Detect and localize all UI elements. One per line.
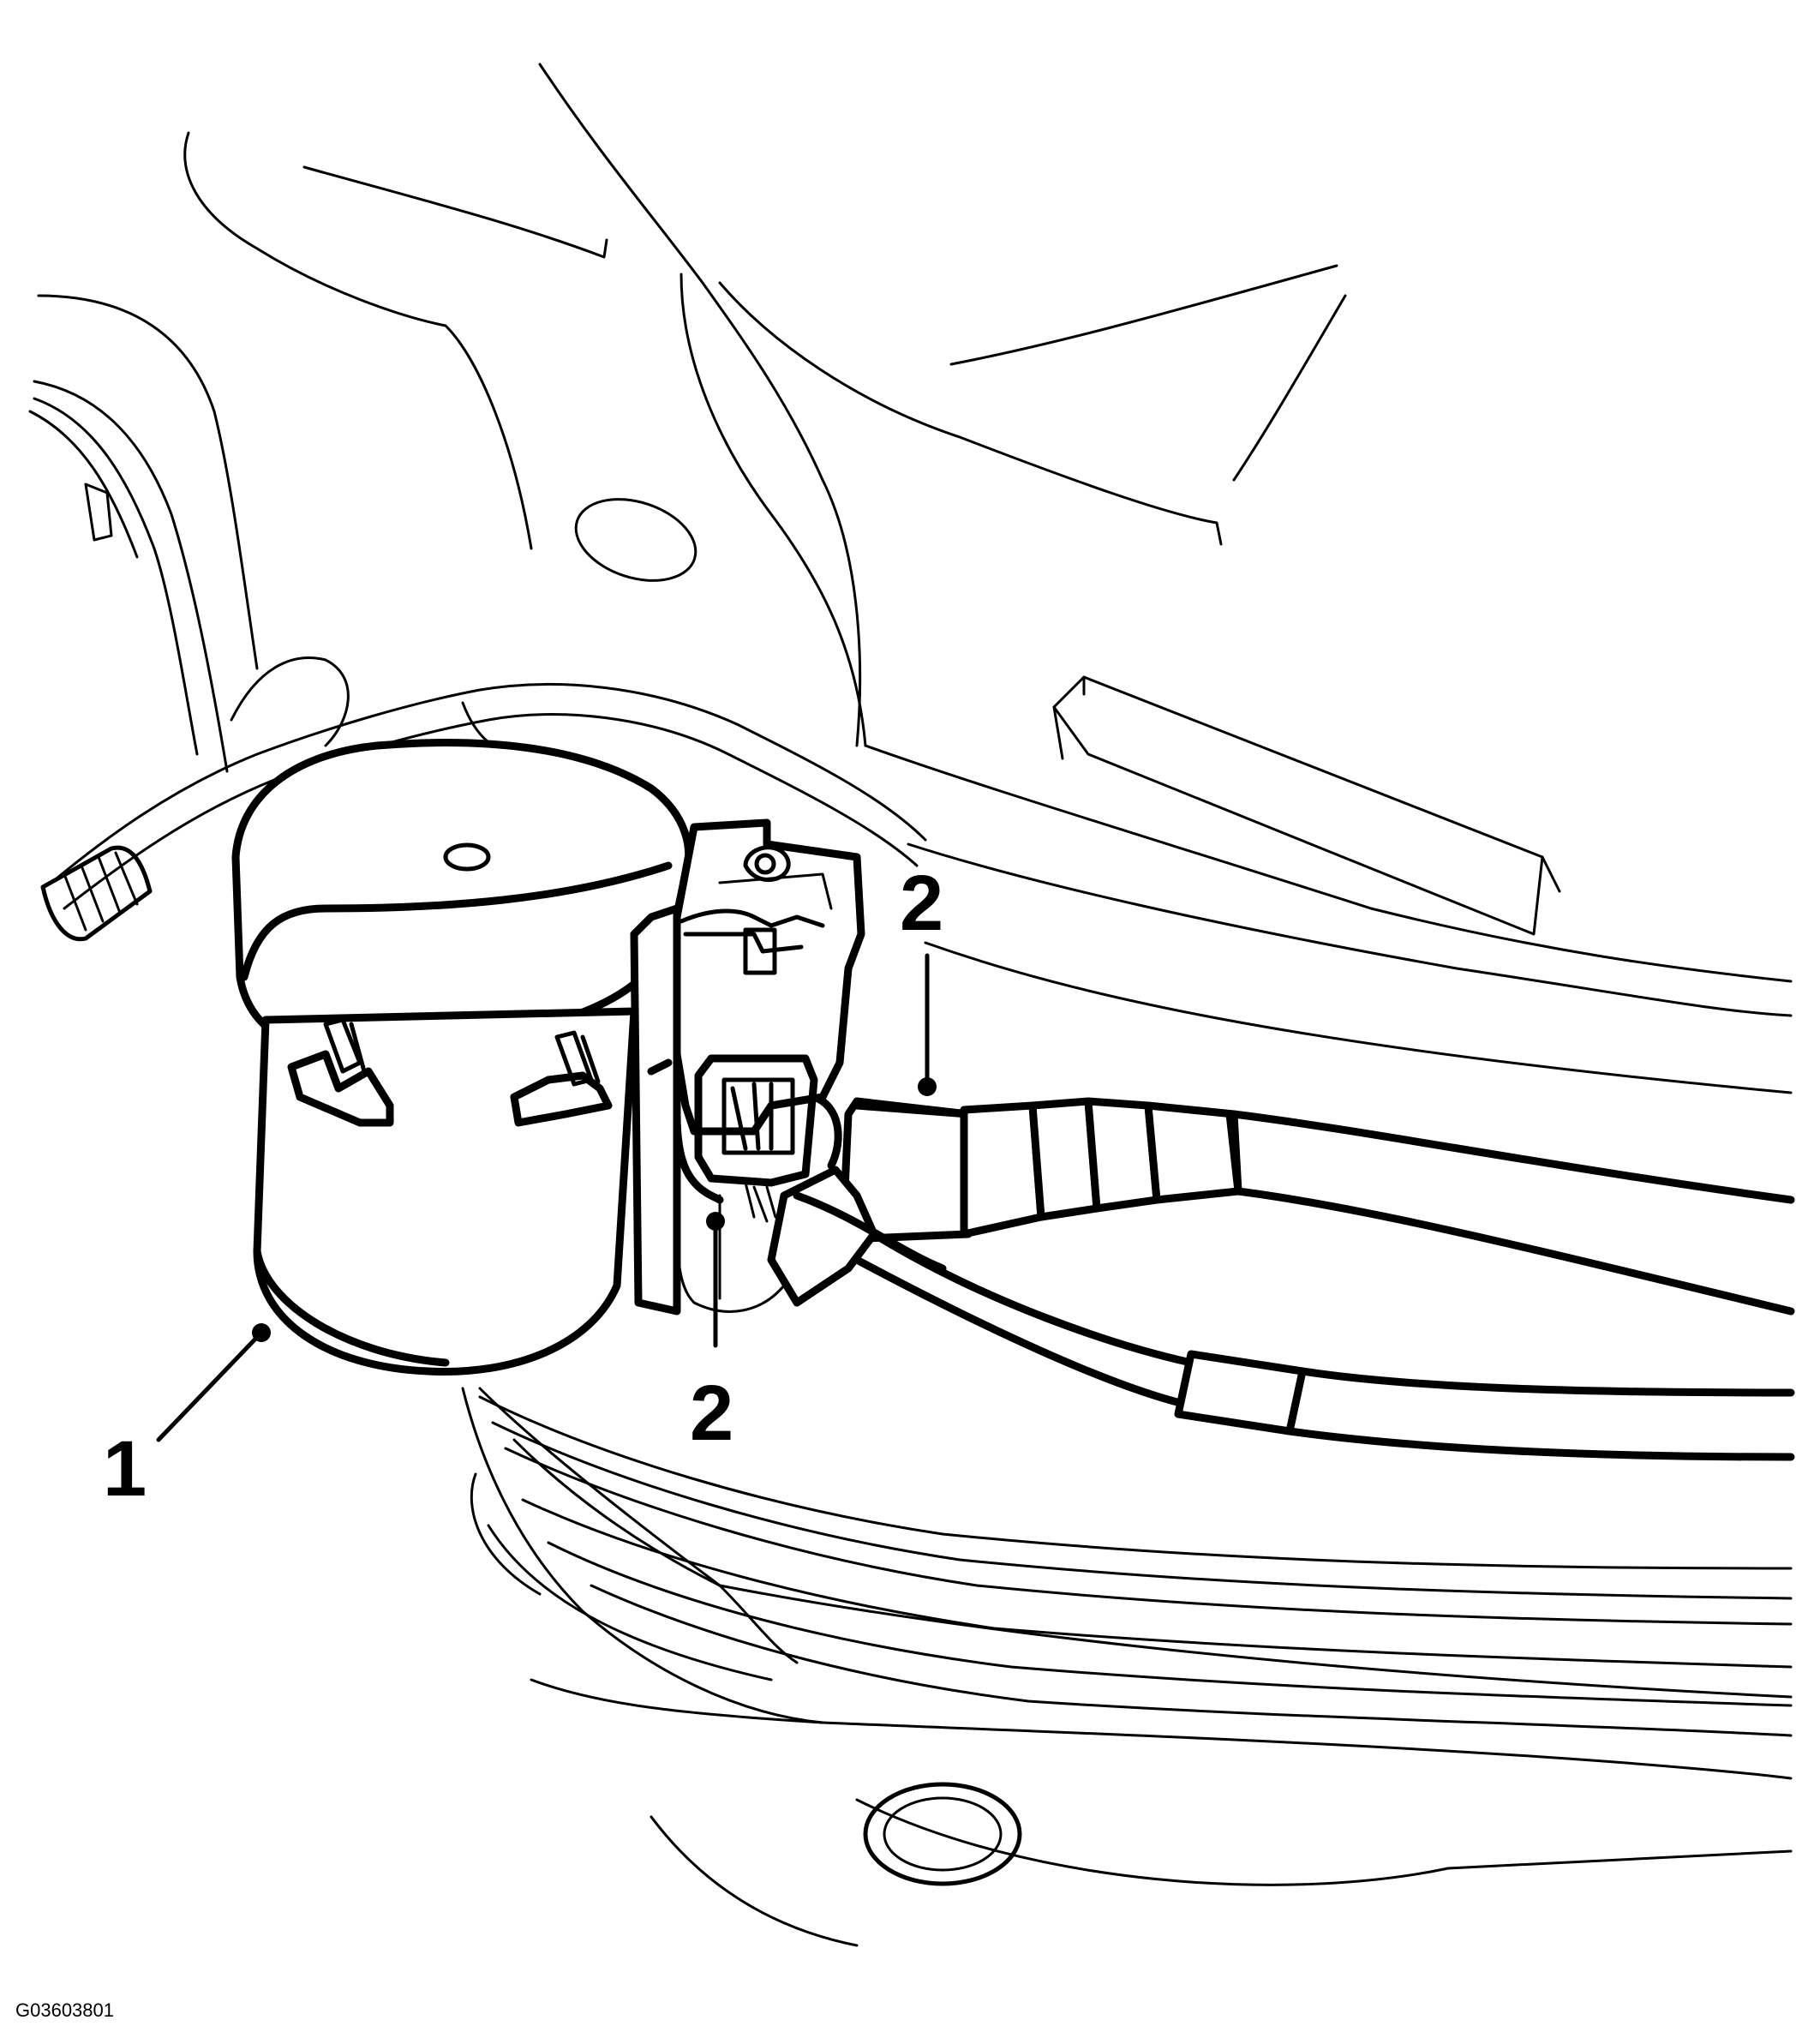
callout-label-2-lower: 2 [690,1370,733,1457]
hose-end-fitting [40,845,153,942]
figure-id-label: G03603801 [15,1999,114,2021]
body-panel-lines [28,63,1793,1947]
callout-label-2-upper: 2 [900,860,943,947]
connector-block [673,818,865,1313]
callout-leaders [156,953,937,1442]
callout-label-1: 1 [103,1425,147,1513]
filter-clips [287,1017,613,1127]
leader-line-1 [156,1330,264,1442]
fuel-lines [767,1097,1795,1461]
fuel-filter [231,739,693,1376]
upper-hose [40,656,927,942]
